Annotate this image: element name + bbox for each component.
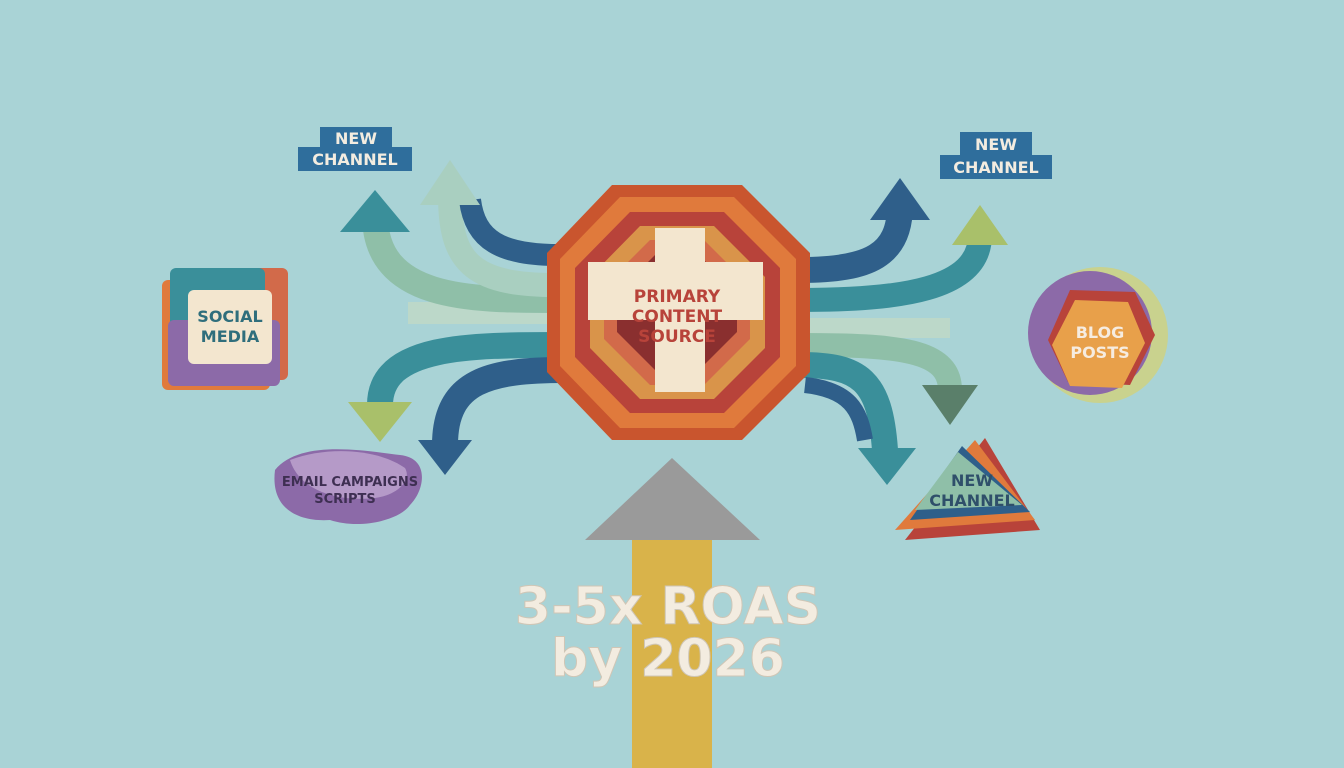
node-new-channel-top-left[interactable]: NEW CHANNEL <box>298 127 412 171</box>
email-label-line2: SCRIPTS <box>314 492 376 507</box>
new-channel-tr-label-line2: CHANNEL <box>953 158 1038 177</box>
arrow-navy-down-right <box>803 377 873 442</box>
blog-label-line1: BLOG <box>1076 323 1125 342</box>
node-blog-posts[interactable]: BLOG POSTS <box>1028 267 1168 403</box>
arrowhead-dark-green-down <box>922 385 978 425</box>
arrow-sage-down-right <box>799 333 962 392</box>
arrow-navy-top-left <box>459 198 561 266</box>
node-email-campaigns[interactable]: EMAIL CAMPAIGNS SCRIPTS <box>274 449 422 525</box>
arrowhead-navy-up-right <box>870 178 930 220</box>
email-label-line1: EMAIL CAMPAIGNS <box>282 475 418 490</box>
center-label-line2: CONTENT <box>632 307 723 327</box>
blog-label-line2: POSTS <box>1070 343 1129 362</box>
arrows-right <box>790 204 992 452</box>
arrow-to-email <box>367 332 561 407</box>
growth-arrow <box>585 458 760 768</box>
arrowhead-olive-up-right <box>952 205 1008 245</box>
center-label-line1: PRIMARY <box>634 287 721 307</box>
central-hub: PRIMARY CONTENT SOURCE <box>547 185 810 440</box>
growth-arrow-head <box>585 458 760 540</box>
center-label-line3: SOURCE <box>638 327 716 347</box>
social-media-label-line1: SOCIAL <box>197 307 262 326</box>
right-horizontal-bar <box>790 318 950 338</box>
arrowhead-navy-down-left <box>418 440 472 475</box>
arrow-navy-down-left <box>432 357 566 446</box>
new-channel-tl-label-line1: NEW <box>335 129 377 148</box>
arrowhead-light-sage-up <box>420 160 480 205</box>
node-new-channel-bottom-right[interactable]: NEW CHANNEL <box>895 438 1040 540</box>
new-channel-tl-label-line2: CHANNEL <box>312 150 397 169</box>
new-channel-br-label-line2: CHANNEL <box>929 491 1014 510</box>
new-channel-br-label-line1: NEW <box>951 471 993 490</box>
arrow-up-light-sage <box>438 194 556 297</box>
headline-line1: 3-5x ROAS <box>515 577 821 637</box>
arrow-teal-down-right <box>799 352 898 452</box>
growth-arrow-shaft <box>632 540 712 768</box>
new-channel-tr-label-line1: NEW <box>975 135 1017 154</box>
arrow-to-new-channel-top-left <box>362 214 556 313</box>
arrowhead-email-down <box>348 402 412 442</box>
node-new-channel-top-right[interactable]: NEW CHANNEL <box>940 132 1052 179</box>
headline-line2: by 2026 <box>551 629 785 689</box>
arrowhead-teal-down-right <box>858 448 916 485</box>
arrow-teal-up-right <box>799 234 992 312</box>
social-media-label-line2: MEDIA <box>201 327 260 346</box>
arrowhead-new-channel-top-left <box>340 190 410 232</box>
node-social-media[interactable]: SOCIAL MEDIA <box>162 268 288 390</box>
center-cream-cross <box>588 228 763 392</box>
arrow-navy-up-right <box>799 204 913 283</box>
arrows-left <box>362 194 566 446</box>
